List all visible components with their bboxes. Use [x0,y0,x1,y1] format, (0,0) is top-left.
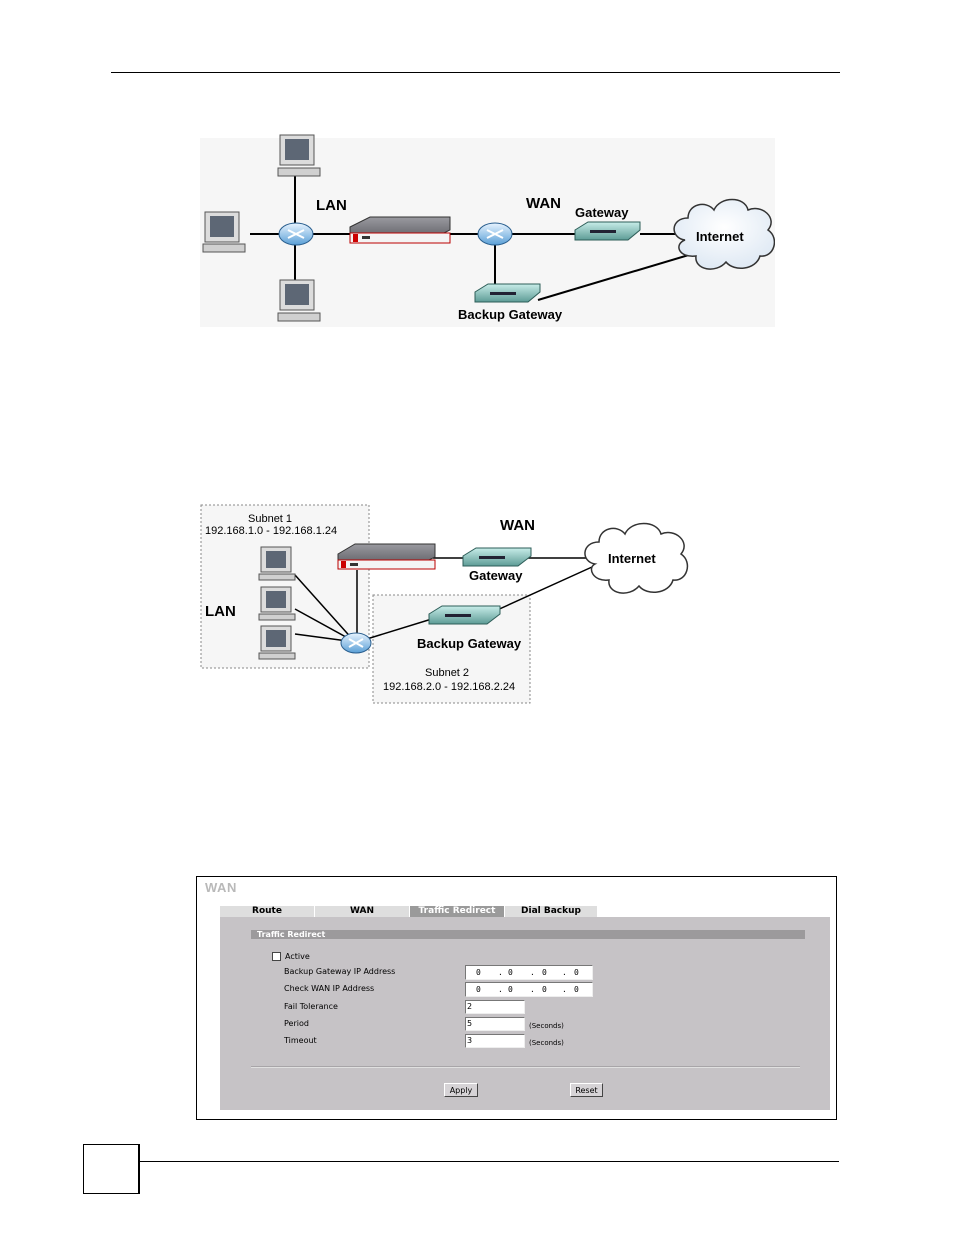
tab-traffic-redirect[interactable]: Traffic Redirect [410,906,505,917]
header-rule [111,72,840,73]
pc-icon-2 [258,586,296,621]
fig2-backup-gateway-label: Backup Gateway [417,636,522,651]
active-checkbox[interactable] [272,952,281,961]
tab-dial-backup[interactable]: Dial Backup [505,906,598,917]
page-number-box [83,1144,140,1194]
fail-tolerance-input[interactable]: 2 [465,1000,525,1014]
ip-dot: . [530,968,535,977]
ip-octet-2: 0 [508,985,513,994]
pc-icon-3 [258,625,296,660]
form-separator [251,1066,800,1068]
backup-gateway-modem-icon [474,283,541,303]
zywall-device-icon [337,543,436,570]
check-wan-ip-label: Check WAN IP Address [284,984,375,993]
lan-router-icon [340,632,372,654]
fig2-subnet1-title: Subnet 1 [248,513,292,525]
pc-icon-left [202,211,246,253]
timeout-input[interactable]: 3 [465,1034,525,1048]
period-unit: (Seconds) [529,1022,564,1030]
tab-wan[interactable]: WAN [315,906,410,917]
pc-icon-top [277,134,321,177]
fail-tolerance-label: Fail Tolerance [284,1002,338,1011]
active-label: Active [285,952,310,961]
fig1-wan-label: WAN [526,195,561,212]
timeout-unit: (Seconds) [529,1039,564,1047]
backup-gateway-ip-input[interactable]: 0 . 0 . 0 . 0 [465,965,593,980]
tab-content: Traffic Redirect Active Backup Gateway I… [220,917,830,1110]
zywall-device-icon [349,216,451,244]
ip-dot: . [562,968,567,977]
wan-traffic-redirect-screen: WAN Route WAN Traffic Redirect Dial Back… [196,876,837,1120]
fig2-lan-label: LAN [205,603,236,620]
figure-traffic-redirect-lan: Subnet 1 192.168.1.0 - 192.168.1.24 LAN … [200,504,689,704]
gateway-modem-icon [462,547,532,567]
apply-button[interactable]: Apply [444,1083,478,1097]
wan-router-icon [477,222,513,246]
backup-gateway-modem-icon [428,605,501,625]
fig1-lan-label: LAN [316,197,347,214]
gateway-modem-icon [574,221,641,241]
fig2-subnet1-range: 192.168.1.0 - 192.168.1.24 [205,525,337,537]
ip-octet-1: 0 [476,968,481,977]
fig2-subnet2-title: Subnet 2 [425,667,469,679]
ip-octet-4: 0 [574,985,579,994]
period-label: Period [284,1019,309,1028]
period-input[interactable]: 5 [465,1017,525,1031]
ip-octet-3: 0 [542,968,547,977]
fig2-subnet2-range: 192.168.2.0 - 192.168.2.24 [383,681,515,693]
ip-octet-4: 0 [574,968,579,977]
ip-octet-3: 0 [542,985,547,994]
timeout-label: Timeout [284,1036,317,1045]
fig1-gateway-label: Gateway [575,205,629,220]
pc-icon-bottom [277,279,321,322]
fig2-internet-label: Internet [608,551,656,566]
tab-route[interactable]: Route [220,906,315,917]
ip-dot: . [530,985,535,994]
fig2-gateway-label: Gateway [469,568,523,583]
check-wan-ip-input[interactable]: 0 . 0 . 0 . 0 [465,982,593,997]
footer-rule [139,1161,839,1162]
ip-dot: . [562,985,567,994]
fig1-backup-gateway-label: Backup Gateway [458,307,563,322]
fig1-internet-label: Internet [696,229,744,244]
backup-gateway-ip-label: Backup Gateway IP Address [284,967,396,976]
lan-router-icon [278,222,314,246]
ip-octet-2: 0 [508,968,513,977]
internet-cloud-icon [673,198,775,270]
ip-dot: . [498,985,503,994]
figure-traffic-redirect-network: LAN WAN Gateway Internet Backup Gateway [200,134,775,327]
internet-cloud-icon [584,522,689,594]
fig2-wan-label: WAN [500,517,535,534]
ip-dot: . [498,968,503,977]
screen-title: WAN [205,880,237,895]
reset-button[interactable]: Reset [570,1083,603,1097]
ip-octet-1: 0 [476,985,481,994]
pc-icon-1 [258,546,296,581]
section-title: Traffic Redirect [251,930,805,939]
